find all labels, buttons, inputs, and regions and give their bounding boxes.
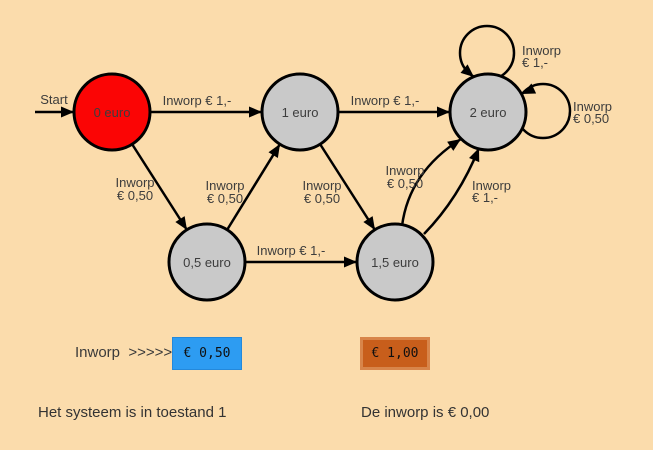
arrowheads — [61, 64, 537, 268]
arrowhead-start — [61, 106, 74, 118]
state-diagram: Start 0 euro 1 euro 2 euro 0,5 euro 1,5 … — [35, 24, 612, 302]
inworp-prompt-label: Inworp >>>>> — [75, 344, 173, 361]
edge-0-to-1-label: Inworp € 1,- — [163, 93, 232, 108]
edge-15-to-2-half-label-line2: € 0,50 — [387, 176, 423, 191]
edge-15-to-2-one-label-line1: Inworp — [472, 178, 511, 193]
state-05-euro — [167, 222, 247, 302]
edge-05-to-1 — [225, 143, 282, 231]
inworp-amount-text: De inworp is € 0,00 — [361, 404, 490, 421]
arrowhead-15-to-2-half — [447, 139, 461, 151]
loop-2-one-label-line2: € 1,- — [522, 55, 548, 70]
coin-050-button[interactable]: € 0,50 — [172, 337, 242, 370]
state-circles — [72, 72, 528, 302]
state-0-euro-label: 0 euro — [94, 105, 131, 120]
coin-100-button[interactable]: € 1,00 — [360, 337, 430, 370]
arrowhead-05-to-1 — [268, 144, 280, 158]
diagram-labels: Start 0 euro 1 euro 2 euro 0,5 euro 1,5 … — [40, 43, 612, 270]
loop-2-half-label-line1: Inworp — [573, 99, 612, 114]
arrowhead-1-to-2 — [437, 106, 450, 118]
arrowhead-1-to-15 — [363, 216, 375, 230]
edge-05-to-1-label-line2: € 0,50 — [207, 191, 243, 206]
edge-1-to-15-label-line1: Inworp — [302, 178, 341, 193]
edge-0-to-05-label-line2: € 0,50 — [117, 188, 153, 203]
system-state-text: Het systeem is in toestand 1 — [38, 404, 227, 421]
arrowhead-05-to-15 — [344, 256, 357, 268]
edge-1-to-15 — [318, 143, 377, 231]
state-05-euro-label: 0,5 euro — [183, 255, 231, 270]
arrowhead-loop-half — [522, 83, 537, 94]
edge-15-to-2-one-label-line2: € 1,- — [472, 190, 498, 205]
loop-2-one-label-line1: Inworp — [522, 43, 561, 58]
arrowhead-0-to-05 — [175, 216, 187, 230]
arrowhead-loop-one — [460, 64, 474, 77]
edge-05-to-1-label-line1: Inworp — [205, 178, 244, 193]
state-15-euro-label: 1,5 euro — [371, 255, 419, 270]
edge-0-to-05-label-line1: Inworp — [115, 175, 154, 190]
loop-2-half-label-line2: € 0,50 — [573, 111, 609, 126]
edge-1-to-15-label-line2: € 0,50 — [304, 191, 340, 206]
edge-15-to-2-half-label-line1: Inworp — [385, 163, 424, 178]
edge-05-to-15-label: Inworp € 1,- — [257, 243, 326, 258]
state-2-euro-label: 2 euro — [470, 105, 507, 120]
edge-1-to-2-label: Inworp € 1,- — [351, 93, 420, 108]
edge-0-to-05 — [130, 143, 189, 231]
arrowhead-15-to-2-one — [469, 148, 480, 163]
arrowhead-0-to-1 — [249, 106, 262, 118]
start-label: Start — [40, 92, 68, 107]
state-1-euro-label: 1 euro — [282, 105, 319, 120]
